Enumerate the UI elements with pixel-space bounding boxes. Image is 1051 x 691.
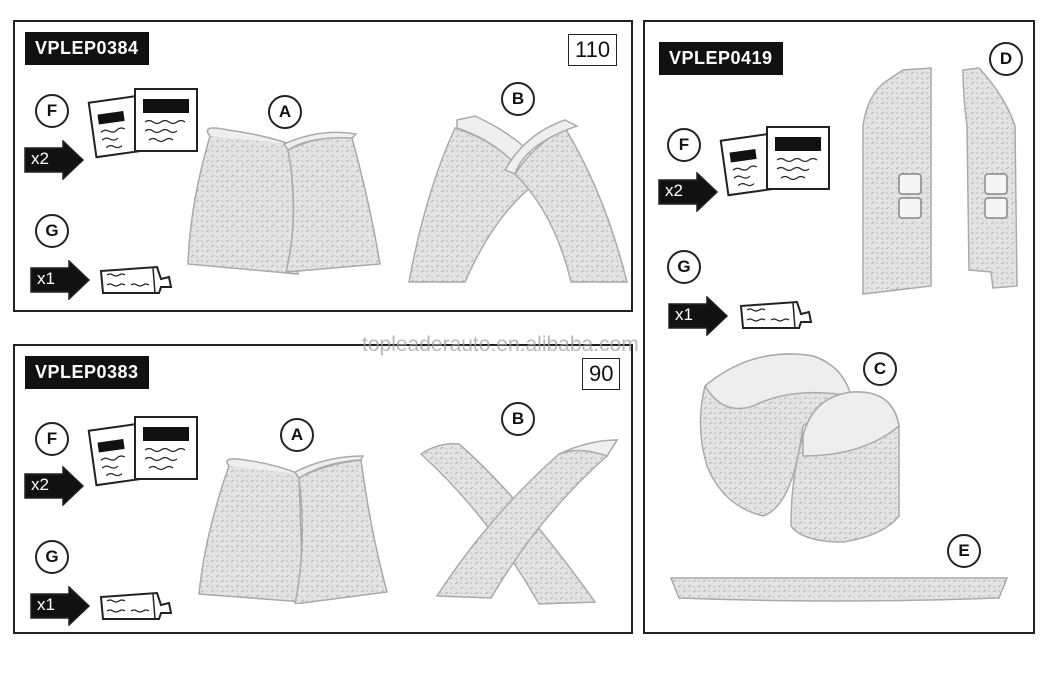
part-label-a: A bbox=[268, 95, 302, 129]
panel-vplep0383: VPLEP0383 90 F x2 G x1 A B bbox=[13, 344, 633, 634]
size-label: 90 bbox=[582, 358, 621, 390]
part-label-b: B bbox=[501, 402, 535, 436]
adhesive-tube-icon bbox=[100, 266, 172, 294]
window-switch-trim-d-illustration bbox=[862, 67, 1018, 295]
quantity-label-g: x1 bbox=[37, 595, 55, 614]
cleaning-wipes-icon bbox=[87, 416, 198, 487]
quantity-arrow-icon: x2 bbox=[657, 172, 721, 212]
wing-protector-a-illustration bbox=[187, 127, 381, 275]
wing-protector-b-illustration bbox=[419, 439, 619, 605]
sill-strip-e-illustration bbox=[669, 577, 1009, 602]
watermark: topleaderauto.en.alibaba.com bbox=[362, 333, 639, 356]
part-label-f: F bbox=[35, 94, 69, 128]
product-code-badge: VPLEP0383 bbox=[25, 356, 149, 389]
part-label-c: C bbox=[863, 352, 897, 386]
panel-vplep0419: VPLEP0419 D F x2 G x1 C E bbox=[643, 20, 1035, 634]
cleaning-wipes-icon bbox=[719, 126, 830, 197]
product-code-badge: VPLEP0419 bbox=[659, 42, 783, 75]
part-label-f: F bbox=[35, 422, 69, 456]
quantity-label-g: x1 bbox=[675, 305, 693, 324]
quantity-arrow-icon: x2 bbox=[23, 140, 87, 180]
adhesive-tube-icon bbox=[740, 301, 812, 329]
product-code-badge: VPLEP0384 bbox=[25, 32, 149, 65]
panel-vplep0384: VPLEP0384 110 F x2 G x1 A B bbox=[13, 20, 633, 312]
quantity-arrow-icon: x1 bbox=[667, 296, 731, 336]
quantity-arrow-icon: x2 bbox=[23, 466, 87, 506]
part-label-d: D bbox=[989, 42, 1023, 76]
part-label-e: E bbox=[947, 534, 981, 568]
part-label-b: B bbox=[501, 82, 535, 116]
wing-protector-a-illustration bbox=[198, 455, 388, 604]
quantity-arrow-icon: x1 bbox=[29, 586, 93, 626]
adhesive-tube-icon bbox=[100, 592, 172, 620]
wing-protector-b-illustration bbox=[408, 115, 628, 283]
part-label-a: A bbox=[280, 418, 314, 452]
part-label-g: G bbox=[35, 540, 69, 574]
quantity-label-f: x2 bbox=[31, 149, 49, 168]
size-label: 110 bbox=[568, 34, 618, 66]
part-label-g: G bbox=[35, 214, 69, 248]
quantity-label-f: x2 bbox=[31, 475, 49, 494]
quantity-arrow-icon: x1 bbox=[29, 260, 93, 300]
corner-protector-c-illustration bbox=[699, 353, 900, 543]
quantity-label-g: x1 bbox=[37, 269, 55, 288]
quantity-label-f: x2 bbox=[665, 181, 683, 200]
part-label-f: F bbox=[667, 128, 701, 162]
part-label-g: G bbox=[667, 250, 701, 284]
